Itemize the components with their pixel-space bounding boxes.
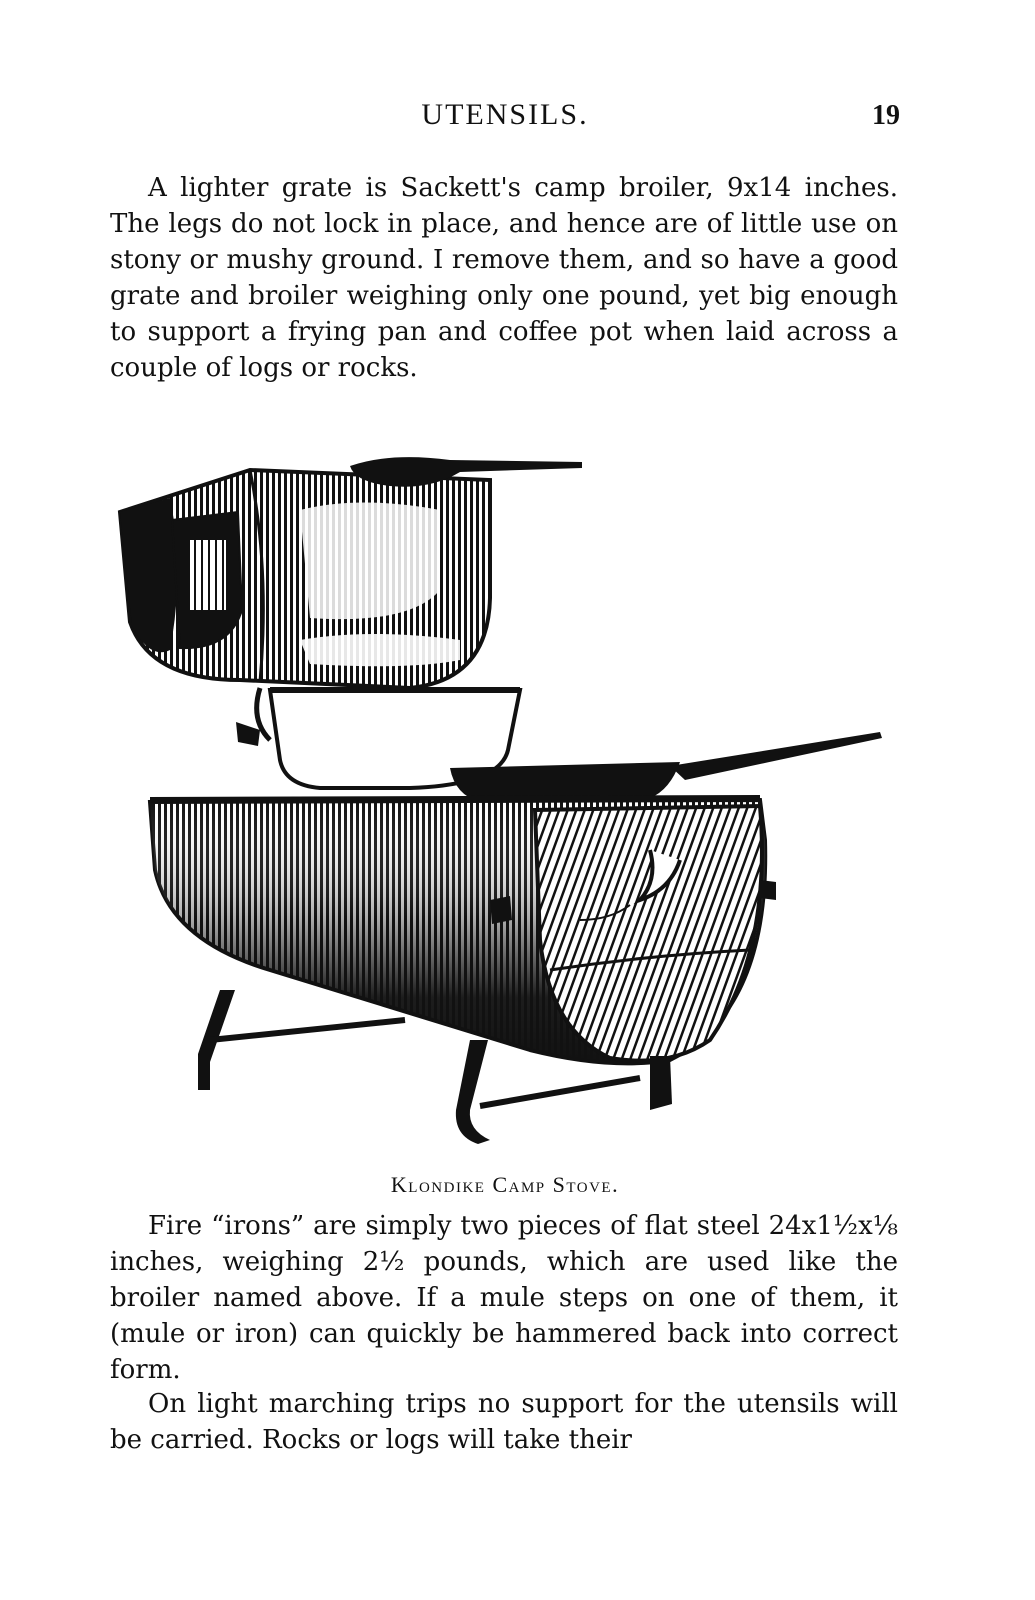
paragraph-marching-trips: On light marching trips no support for t… (110, 1389, 898, 1455)
chapter-title: UTENSILS. (421, 98, 589, 131)
stove-legs (198, 990, 672, 1144)
stove-illustration (110, 450, 900, 1150)
pot (236, 687, 523, 790)
page-number: 19 (872, 100, 900, 131)
stove-body (147, 795, 776, 1066)
oven-drum (117, 457, 582, 691)
figure-caption: Klondike Camp Stove. (390, 1172, 620, 1197)
frying-pan (450, 732, 882, 802)
paragraph-broiler: A lighter grate is Sackett's camp broile… (110, 173, 898, 383)
paragraph-fire-irons: Fire “irons” are simply two pieces of fl… (110, 1211, 898, 1385)
klondike-camp-stove-icon (117, 457, 882, 1144)
running-head: UTENSILS. 19 (110, 98, 900, 138)
